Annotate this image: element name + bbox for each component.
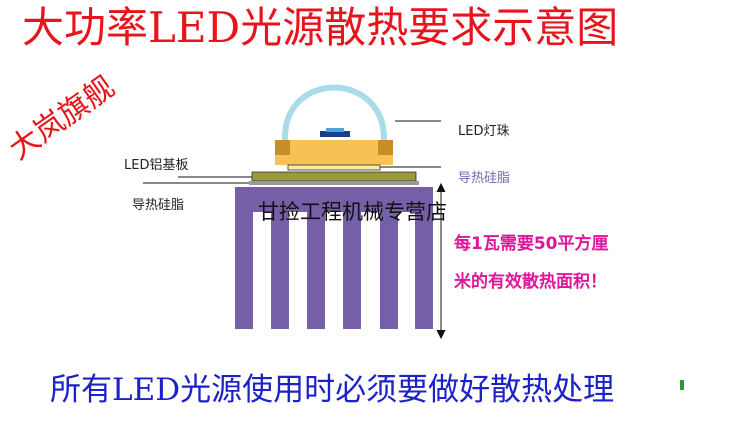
- page-title: 大功率LED光源散热要求示意图: [22, 3, 619, 52]
- label-aluminum-board: LED铝基板: [124, 158, 189, 173]
- heatsink: [235, 187, 433, 329]
- thermal-grease-lower: [249, 181, 419, 185]
- height-arrow: [436, 182, 446, 340]
- aluminum-board: [251, 171, 417, 182]
- leader-lines: [143, 120, 441, 184]
- label-thermal-grease-top: 导热硅脂: [458, 171, 511, 186]
- shop-overlay-text: 甘捡工程机械专营店: [258, 200, 447, 224]
- led-chip: [320, 131, 350, 137]
- led-lens-dome: [281, 84, 388, 141]
- requirement-line-1: 每1瓦需要50平方厘: [454, 234, 609, 254]
- label-led-bead: LED灯珠: [458, 124, 510, 139]
- thermal-grease-layer: [287, 164, 381, 171]
- led-electrode-left: [275, 140, 290, 155]
- bottom-note: 所有LED光源使用时必须要做好散热处理: [50, 372, 615, 408]
- led-body: [275, 140, 393, 165]
- label-thermal-grease-left: 导热硅脂: [132, 198, 185, 213]
- led-chip-top: [326, 128, 344, 132]
- requirement-line-2: 米的有效散热面积！: [454, 272, 607, 292]
- green-mark: [680, 380, 684, 390]
- led-electrode-right: [378, 140, 393, 155]
